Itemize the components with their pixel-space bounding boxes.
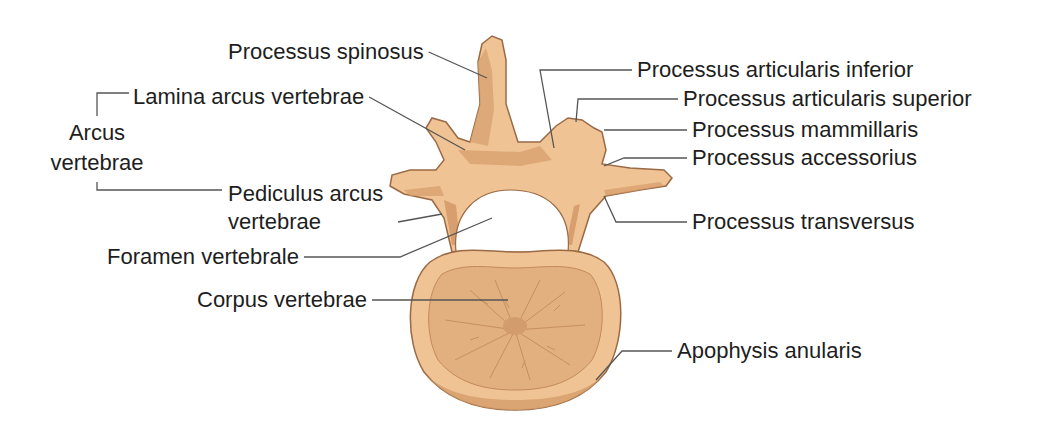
part-label: Foramen vertebrale — [107, 244, 299, 270]
leader-line — [596, 351, 672, 380]
leader-line — [372, 299, 508, 300]
part-label: Pediculus arcus vertebrae — [228, 180, 393, 236]
part-label: Corpus vertebrae — [197, 287, 367, 313]
leader-line — [604, 158, 687, 166]
leader-line — [576, 99, 678, 122]
leader-line — [398, 214, 442, 222]
vertebral-arch — [390, 36, 672, 252]
part-label: Lamina arcus vertebrae — [133, 84, 364, 110]
part-label: Processus articularis superior — [683, 86, 972, 112]
part-label: Processus articularis inferior — [637, 57, 913, 83]
vertebral-body — [410, 250, 620, 410]
leader-line — [540, 70, 632, 148]
leader-line — [604, 129, 687, 130]
cancellous-bone — [429, 267, 603, 391]
trabecular-texture — [445, 280, 585, 380]
arch-shading — [458, 146, 552, 166]
leader-line — [304, 218, 492, 257]
part-label: Processus transversus — [692, 209, 915, 235]
leader-line — [604, 196, 687, 222]
leader-line — [429, 52, 487, 78]
leader-line — [369, 97, 465, 150]
part-label: Processus spinosus — [228, 39, 424, 65]
part-label: Arcus vertebrae — [42, 118, 152, 178]
part-label: Apophysis anularis — [677, 338, 862, 364]
part-label: Processus mammillaris — [692, 117, 918, 143]
part-label: Processus accessorius — [692, 145, 917, 171]
arch-shading — [470, 48, 494, 146]
vertebral-foramen — [456, 190, 569, 252]
